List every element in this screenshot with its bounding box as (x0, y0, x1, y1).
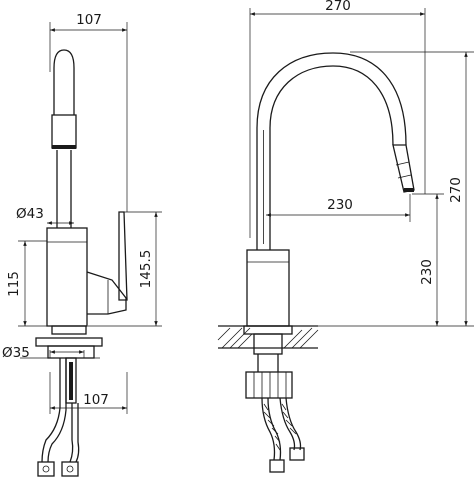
dim-base-width: 107 (83, 392, 109, 408)
front-spray-head (392, 144, 415, 193)
lever-handle (118, 211, 128, 301)
dim-front-overall-height: 270 (448, 177, 464, 203)
dim-spout-width: 107 (76, 12, 102, 28)
dim-spout-reach-total: 270 (325, 0, 351, 14)
front-view: 270 270 230 230 (217, 0, 474, 473)
front-faucet-body (246, 249, 290, 327)
side-view: 107 Ø43 115 145.5 Ø35 107 (2, 12, 162, 477)
faucet-body (46, 227, 127, 327)
gooseneck-spout (256, 52, 407, 250)
spray-head (51, 114, 77, 149)
dim-body-height: 115 (6, 271, 22, 297)
threaded-shank (245, 354, 293, 399)
dim-spout-clearance: 230 (419, 259, 435, 285)
supply-hoses (37, 358, 80, 477)
countertop (217, 325, 319, 355)
spout-tube (53, 49, 75, 228)
dim-overall-height: 145.5 (138, 250, 154, 289)
dim-body-diameter: Ø43 (16, 206, 44, 222)
braided-hoses (261, 397, 305, 473)
dim-mount-hole: Ø35 (2, 345, 30, 361)
dim-spout-reach: 230 (327, 197, 353, 213)
